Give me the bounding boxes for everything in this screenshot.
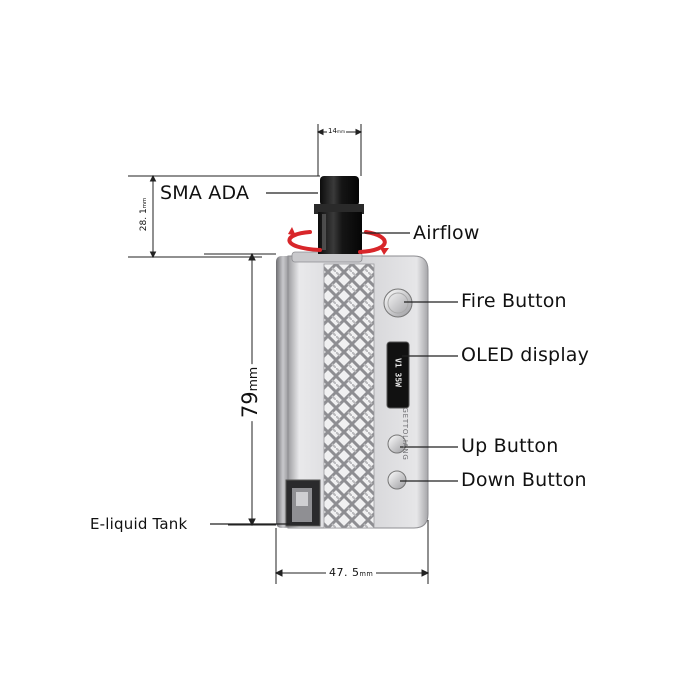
dim-top-width-label: 14mm — [327, 127, 347, 135]
atomizer — [314, 176, 364, 254]
dim-atomizer-height-label: 28. 1mm — [139, 195, 150, 234]
label-airflow: Airflow — [413, 222, 480, 244]
down-button-drawing — [387, 470, 407, 490]
dim-top-width-unit: mm — [336, 129, 346, 134]
dim-body-width-value: 47. 5 — [329, 566, 360, 579]
label-fire-button: Fire Button — [461, 290, 567, 312]
dim-body-width-unit: mm — [359, 570, 374, 578]
device-side-panel — [276, 256, 290, 528]
label-oled-display: OLED display — [461, 344, 590, 366]
label-sma-ada: SMA ADA — [160, 182, 250, 204]
dim-body-height-value: 79 — [238, 391, 263, 419]
brand-logo-text: GETTOLIANG — [401, 407, 409, 461]
label-eliquid-tank: E-liquid Tank — [90, 515, 188, 533]
dim-atomizer-height-value: 28. 1 — [139, 208, 150, 232]
dim-atomizer-height-unit: mm — [142, 197, 149, 209]
label-down-button: Down Button — [461, 469, 587, 491]
dim-body-width-label: 47. 5mm — [326, 566, 377, 579]
screen-readout: V1 35W — [393, 358, 403, 387]
dim-body-height-unit: mm — [245, 366, 261, 392]
leader-lines — [210, 192, 458, 525]
dimension-atomizer-height — [128, 174, 320, 259]
fire-button-drawing — [383, 288, 413, 318]
carbon-fiber-panel — [323, 263, 375, 529]
dim-top-width-value: 14 — [328, 127, 337, 135]
up-button-drawing — [387, 434, 407, 454]
oled-screen — [386, 341, 410, 409]
label-up-button: Up Button — [461, 435, 559, 457]
eliquid-tank — [285, 479, 321, 527]
dim-body-height-label: 79mm — [238, 363, 264, 422]
